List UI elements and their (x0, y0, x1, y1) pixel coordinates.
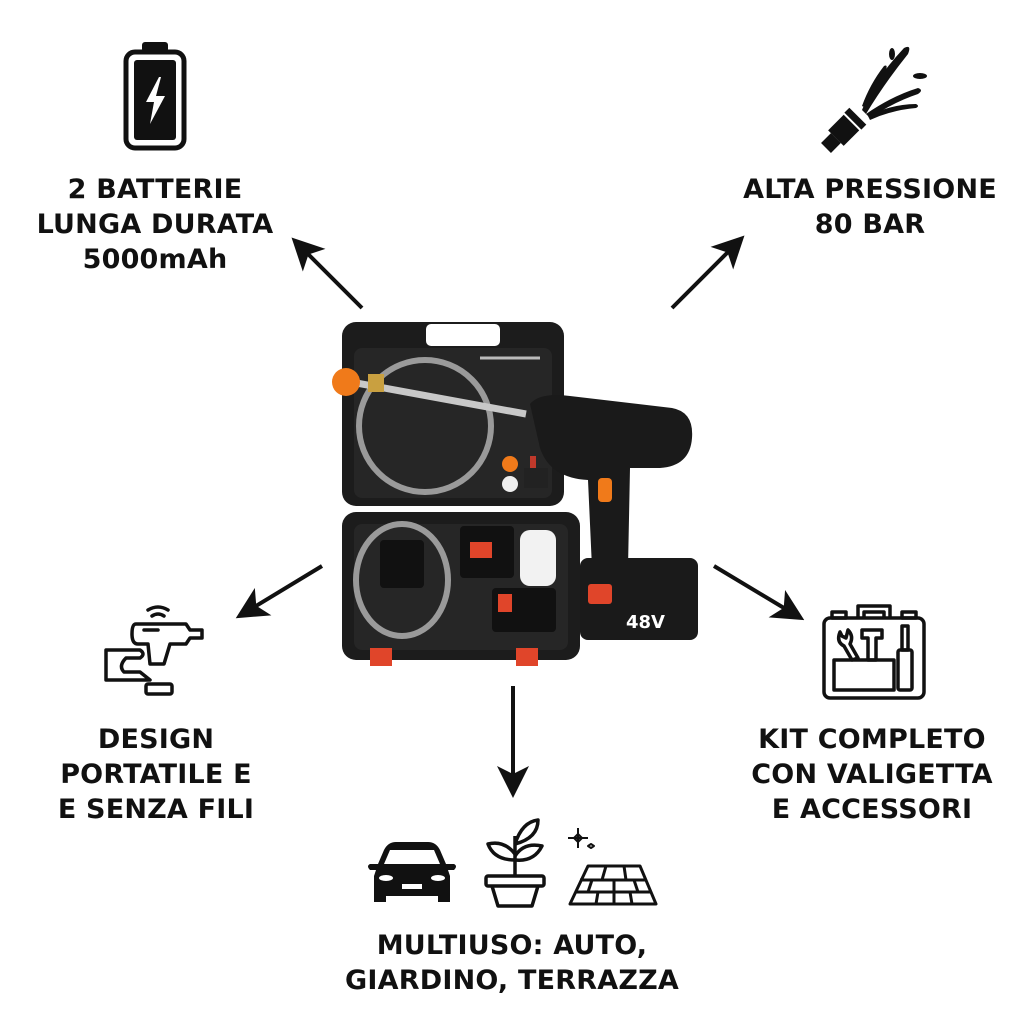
toolbox-icon (820, 600, 930, 704)
label-line: KIT COMPLETO (758, 724, 986, 755)
water-spray-nozzle-icon (812, 40, 932, 155)
label-line: PORTATILE E (60, 759, 252, 790)
battery-voltage-label: 48V (626, 612, 665, 633)
label-line: 5000mAh (82, 244, 228, 275)
car-icon (366, 840, 458, 908)
label-line: MULTIUSO: AUTO, (376, 930, 648, 961)
label-line: GIARDINO, TERRAZZA (345, 965, 679, 996)
label-line: 80 BAR (814, 209, 926, 240)
label-line: LUNGA DURATA (36, 209, 274, 240)
label-line: ALTA PRESSIONE (743, 174, 997, 205)
feature-portable-label: DESIGN PORTATILE E E SENZA FILI (20, 722, 292, 827)
feature-batteries-label: 2 BATTERIE LUNGA DURATA 5000mAh (20, 172, 290, 277)
label-line: 2 BATTERIE (67, 174, 243, 205)
label-line: E ACCESSORI (771, 794, 973, 825)
tiled-terrace-icon (568, 824, 660, 908)
feature-kit-label: KIT COMPLETO CON VALIGETTA E ACCESSORI (730, 722, 1014, 827)
feature-multiuse-label: MULTIUSO: AUTO, GIARDINO, TERRAZZA (312, 928, 712, 998)
feature-pressure-label: ALTA PRESSIONE 80 BAR (720, 172, 1020, 242)
product-image: 48V (330, 318, 710, 674)
potted-plant-icon (482, 816, 548, 908)
battery-charging-icon (122, 40, 188, 152)
label-line: DESIGN (97, 724, 215, 755)
label-line: E SENZA FILI (57, 794, 255, 825)
hand-holding-cordless-drill-icon (104, 600, 214, 700)
label-line: CON VALIGETTA (751, 759, 993, 790)
